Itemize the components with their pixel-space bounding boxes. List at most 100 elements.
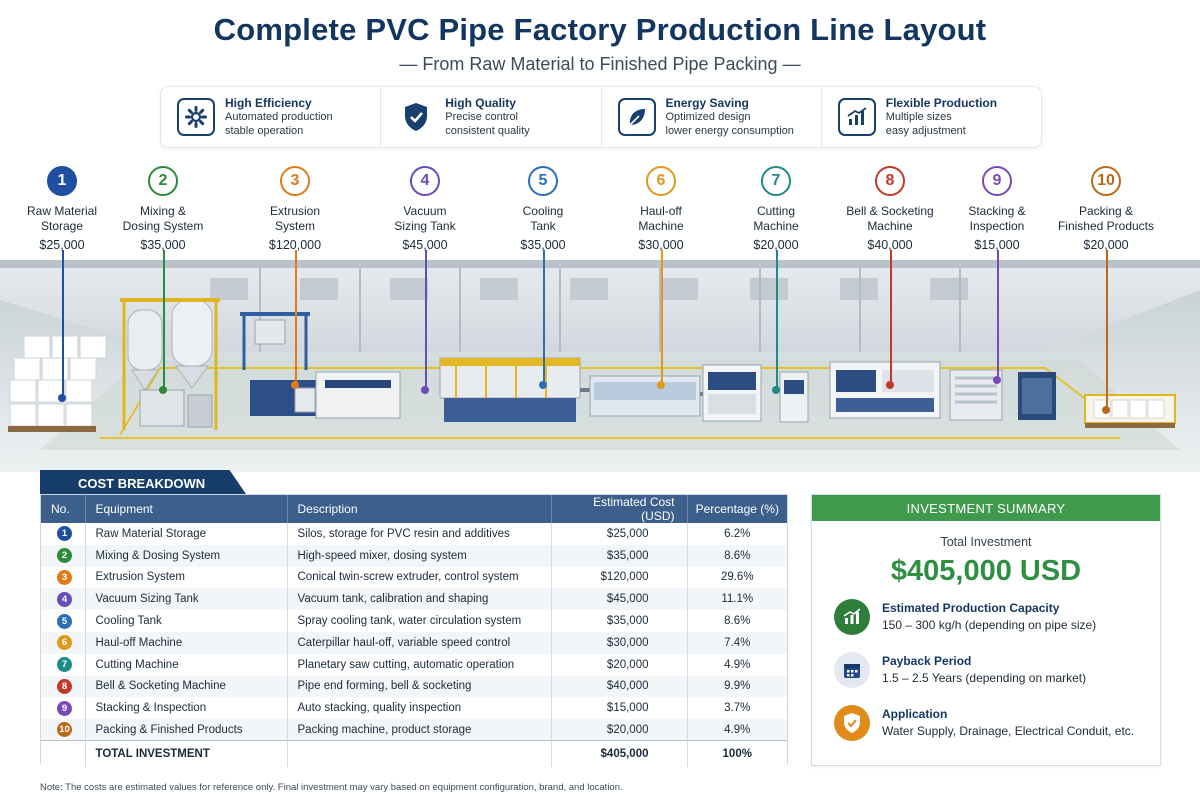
payback-item: Payback Period 1.5 – 2.5 Years (dependin… xyxy=(834,652,1154,692)
capacity-chart-icon xyxy=(834,599,870,635)
leader-line xyxy=(776,250,778,390)
equipment-cell: Cutting Machine xyxy=(85,653,288,676)
row-number: 5 xyxy=(41,610,86,632)
footnote: Note: The costs are estimated values for… xyxy=(40,782,623,793)
calendar-icon xyxy=(834,652,870,688)
percentage-cell: 6.2% xyxy=(724,527,751,540)
total-investment-label: Total Investment xyxy=(940,535,1032,549)
cost-breakdown-tab: COST BREAKDOWN xyxy=(40,470,246,494)
equipment-cell: Extrusion System xyxy=(85,566,288,589)
percentage-cell: 11.1% xyxy=(721,593,754,606)
step-cost: $40,000 xyxy=(867,238,913,252)
description-cell: Spray cooling tank, water circulation sy… xyxy=(287,610,552,632)
equipment-cell: Stacking & Inspection xyxy=(85,697,288,720)
leader-dot xyxy=(772,386,780,394)
feature-strip: High Efficiency Automated production sta… xyxy=(160,86,1042,148)
column-header: Description xyxy=(287,495,552,523)
leader-line xyxy=(163,250,165,390)
feature-title: Flexible Production xyxy=(885,96,998,110)
feature-desc: lower energy consumption xyxy=(665,125,794,137)
step-number-badge: 7 xyxy=(761,166,791,196)
step-number-badge: 10 xyxy=(1091,166,1121,196)
percentage-cell: 4.9% xyxy=(724,658,751,671)
feature-desc: consistent quality xyxy=(445,125,530,137)
step-number-badge: 2 xyxy=(148,166,178,196)
gear-icon xyxy=(177,98,215,136)
row-number: 2 xyxy=(41,544,86,567)
step-cost: $120,000 xyxy=(268,238,322,252)
cost-cell: $20,000 xyxy=(551,719,688,741)
capacity-desc: 150 – 300 kg/h (depending on pipe size) xyxy=(882,618,1097,632)
leader-line xyxy=(543,250,545,385)
step-number-badge: 5 xyxy=(528,166,558,196)
description-cell: Packing machine, product storage xyxy=(287,719,552,741)
leaf-icon xyxy=(617,98,656,136)
leader-line xyxy=(1106,250,1108,410)
percentage-cell: 8.6% xyxy=(724,549,751,562)
cost-cell: $35,000 xyxy=(551,544,688,567)
payback-desc: 1.5 – 2.5 Years (depending on market) xyxy=(882,671,1087,685)
total-cost: $405,000 xyxy=(551,740,688,767)
row-number: 3 xyxy=(41,566,86,589)
description-cell: Conical twin-screw extruder, control sys… xyxy=(287,566,552,589)
application-title: Application xyxy=(882,707,948,721)
step-name: Stacking &Inspection xyxy=(968,204,1026,233)
leader-dot xyxy=(159,386,167,394)
leader-dot xyxy=(657,381,665,389)
cost-cell: $20,000 xyxy=(551,653,688,676)
feature-title: High Quality xyxy=(445,96,516,110)
application-item: Application Water Supply, Drainage, Elec… xyxy=(834,705,1154,745)
percentage-cell: 29.6% xyxy=(720,571,754,584)
leader-line xyxy=(62,250,64,398)
leader-line xyxy=(661,250,663,385)
table-header-row: No. Equipment Description Estimated Cost… xyxy=(41,495,787,523)
step-number-badge: 8 xyxy=(875,166,905,196)
percentage-cell: 4.9% xyxy=(724,723,751,736)
description-cell: Planetary saw cutting, automatic operati… xyxy=(287,653,552,676)
equipment-cell: Haul-off Machine xyxy=(85,631,288,654)
step-number-badge: 6 xyxy=(646,166,676,196)
step-number-badge: 1 xyxy=(47,166,77,196)
row-number: 6 xyxy=(41,631,86,654)
leader-dot xyxy=(886,381,894,389)
shield-check-icon xyxy=(397,98,435,136)
description-cell: Caterpillar haul-off, variable speed con… xyxy=(287,631,552,654)
equipment-cell: Vacuum Sizing Tank xyxy=(85,588,288,611)
feature-desc: easy adjustment xyxy=(885,125,966,137)
investment-summary-heading: INVESTMENT SUMMARY xyxy=(812,495,1160,521)
feature-desc: Multiple sizes xyxy=(885,111,952,123)
description-cell: Silos, storage for PVC resin and additiv… xyxy=(287,523,552,545)
capacity-item: Estimated Production Capacity 150 – 300 … xyxy=(834,599,1154,639)
column-header: Percentage (%) xyxy=(695,502,779,516)
total-percentage: 100% xyxy=(722,748,752,761)
investment-summary-panel: INVESTMENT SUMMARY Total Investment $405… xyxy=(811,494,1161,766)
cost-cell: $15,000 xyxy=(551,697,688,720)
feature-flexible-production: Flexible Production Multiple sizes easy … xyxy=(822,87,1041,147)
cost-cell: $40,000 xyxy=(551,675,688,698)
step-cost: $30,000 xyxy=(638,238,684,252)
feature-desc: Automated production xyxy=(225,111,333,123)
leader-dot xyxy=(421,386,429,394)
application-desc: Water Supply, Drainage, Electrical Condu… xyxy=(882,724,1135,738)
total-empty-cell xyxy=(287,740,552,767)
